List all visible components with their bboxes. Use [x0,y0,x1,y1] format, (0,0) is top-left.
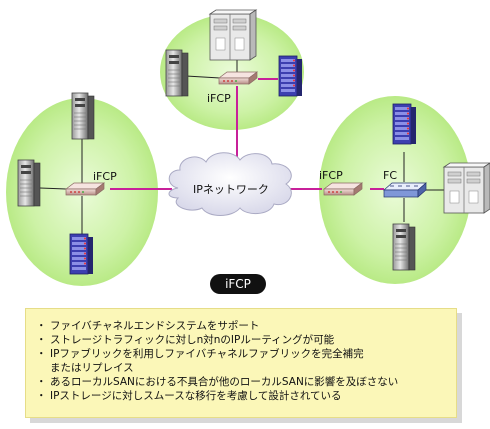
bullet: ・ [36,376,47,388]
right-server-icon [443,162,490,214]
bullet: ・ [36,320,47,332]
feature-item: ・IPストレージに対しスムースな移行を考慮して設計されている [36,389,448,403]
feature-item: ・あるローカルSANにおける不具合が他のローカルSANに影響を及ぼさない [36,375,448,389]
feature-text: ストレージトラフィックに対しn対nのIPルーティングが可能 [50,334,335,346]
bullet: ・ [36,390,47,402]
feature-text: ファイバチャネルエンドシステムをサポート [50,320,260,332]
feature-text: IPストレージに対しスムースな移行を考慮して設計されている [50,390,342,402]
left-side-tower-icon [17,159,41,207]
feature-text: あるローカルSANにおける不具合が他のローカルSANに影響を及ぼさない [50,376,399,388]
top-server-icon [209,9,257,61]
top-left-tower-icon [165,49,189,97]
right-ifcp-gateway-icon [323,182,363,196]
top-ifcp-gateway-icon [218,71,258,85]
feature-list: ・ファイバチャネルエンドシステムをサポート ・ストレージトラフィックに対しn対n… [36,319,448,403]
cloud-label: IPネットワーク [193,183,269,196]
top-ifcp-label: iFCP [207,92,231,105]
bullet: ・ [36,334,47,346]
bullet: ・ [36,348,47,360]
feature-item: ・IPファブリックを利用しファイバチャネルファブリックを完全補完またはリプレイス [36,347,448,375]
fc-switch-icon [383,182,427,198]
feature-text-continued: またはリプレイス [50,362,134,374]
left-ifcp-gateway-icon [65,182,105,196]
left-top-tower-icon [71,92,95,140]
right-storage-icon [392,103,417,145]
left-storage-icon [69,233,94,275]
ip-network-cloud [168,152,292,216]
right-bottom-tower-icon [392,223,416,271]
feature-notes-box: ・ファイバチャネルエンドシステムをサポート ・ストレージトラフィックに対しn対n… [25,308,457,418]
network-links [39,60,444,234]
diagram-title: iFCP [210,274,266,294]
feature-text: IPファブリックを利用しファイバチャネルファブリックを完全補完 [50,348,364,360]
top-storage-icon [278,55,303,97]
feature-item: ・ファイバチャネルエンドシステムをサポート [36,319,448,333]
left-ifcp-label: iFCP [93,170,117,183]
fc-label: FC [383,169,397,182]
right-ifcp-label: iFCP [319,169,343,182]
feature-item: ・ストレージトラフィックに対しn対nのIPルーティングが可能 [36,333,448,347]
